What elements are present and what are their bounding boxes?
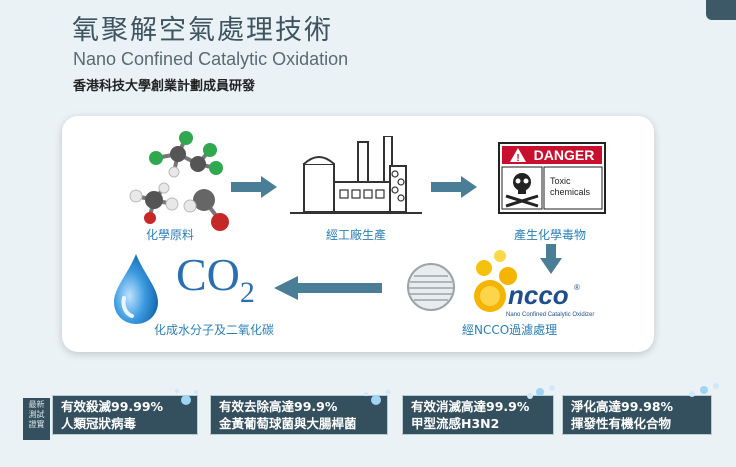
badge-line: 甲型流感H3N2: [411, 416, 500, 431]
badge-voc: 淨化高達99.98% 揮發性有機化合物: [562, 395, 712, 435]
label-result: 化成水分子及二氧化碳: [154, 323, 275, 337]
badge-line: 淨化高達99.98%: [571, 399, 674, 414]
page-subtitle: 香港科技大學創業計劃成員研發: [73, 79, 256, 94]
registered-mark: ®: [574, 283, 580, 292]
badge-line: 人類冠狀病毒: [61, 416, 137, 431]
water-drop-icon: [114, 254, 158, 324]
danger-text-line2: chemicals: [550, 187, 591, 197]
factory-icon: [290, 136, 422, 214]
badge-line: 有效去除高達99.9%: [219, 399, 338, 414]
virus-sparkle-icon: [175, 389, 198, 405]
badge-line: 有效殺滅99.99%: [61, 399, 164, 414]
badge-line: 金黃葡萄球菌與大腸桿菌: [219, 416, 357, 431]
bubbles-sparkle-icon: [689, 383, 719, 397]
badge-bacteria: 有效去除高達99.9% 金黃葡萄球菌與大腸桿菌: [210, 395, 388, 435]
label-chemicals: 化學原料: [146, 228, 195, 242]
test-tag-line: 最新: [28, 400, 45, 409]
corner-tab: [706, 0, 736, 20]
molecule-icon: [129, 131, 229, 231]
danger-text-line1: Toxic: [550, 176, 571, 186]
badge-line: 有效消滅高達99.9%: [411, 399, 530, 414]
danger-sign: ! DANGER Toxic chemicals: [498, 142, 606, 214]
test-tag: 最新 測試 證實: [23, 398, 50, 440]
bacteria-sparkle-icon: [364, 389, 391, 405]
process-diagram-panel: ! DANGER Toxic chemicals 化學原料 經工廠生產 產生化學…: [62, 116, 654, 352]
svg-text:!: !: [516, 153, 519, 164]
badge-coronavirus: 有效殺滅99.99% 人類冠狀病毒: [52, 395, 198, 435]
label-factory: 經工廠生產: [326, 228, 387, 242]
label-toxic: 產生化學毒物: [514, 228, 587, 242]
ncco-tagline: Nano Confined Catalytic Oxidizer: [506, 312, 594, 318]
co2-formula: CO2: [176, 250, 255, 318]
test-tag-line: 證實: [28, 420, 45, 429]
arrow-left-icon: [274, 276, 382, 300]
badge-line: 揮發性有機化合物: [571, 416, 672, 431]
page-title-english: Nano Confined Catalytic Oxidation: [73, 49, 349, 69]
filter-icon: [407, 263, 455, 311]
ncco-logo: ncco ® Nano Confined Catalytic Oxidizer: [474, 250, 594, 318]
co2-subscript: 2: [239, 276, 255, 309]
ncco-logo-text: ncco: [508, 280, 569, 310]
danger-title: DANGER: [534, 147, 595, 163]
arrow-down-icon: [540, 244, 562, 274]
badge-influenza: 有效消滅高達99.9% 甲型流感H3N2: [402, 395, 554, 435]
test-tag-line: 測試: [28, 410, 45, 419]
label-ncco-process: 經NCCO過濾處理: [462, 323, 558, 337]
co2-text: CO: [176, 249, 240, 300]
page-title: 氧聚解空氣處理技術: [72, 15, 333, 46]
arrow-right-icon: [231, 176, 277, 198]
bubbles-sparkle-icon: [527, 385, 555, 399]
arrow-right-icon: [431, 176, 477, 198]
